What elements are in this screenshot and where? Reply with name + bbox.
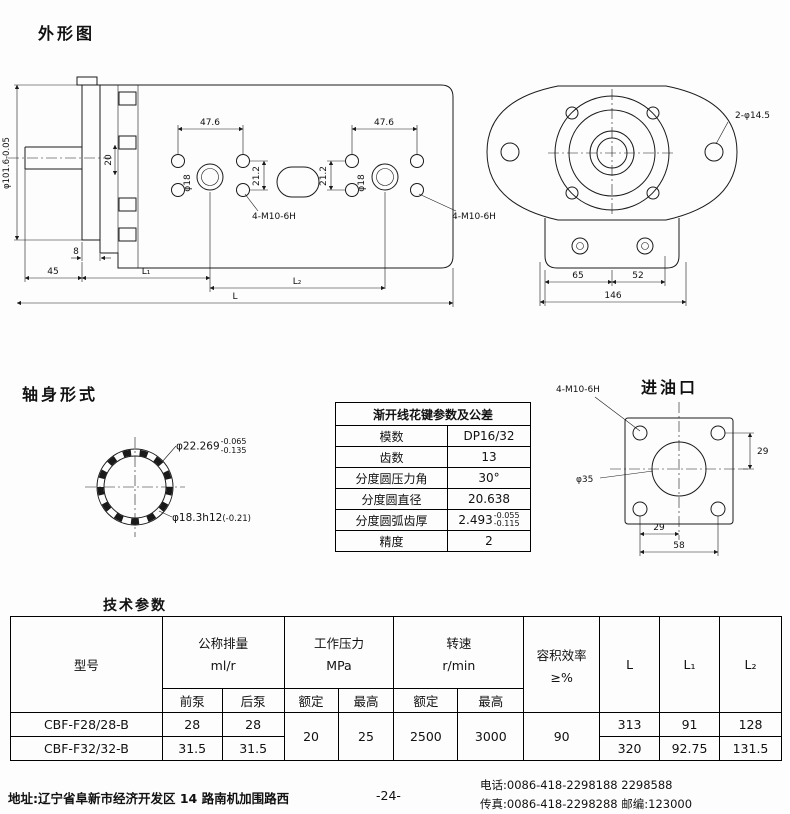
mount-hole-left: [500, 142, 520, 162]
inlet-thread-callout: 4-M10-6H: [556, 385, 600, 395]
dim-L: L: [232, 292, 237, 302]
shaft-major-dia-label: φ22.269-0.065-0.135: [176, 437, 247, 455]
length-dimensions: 8 45 L₁ L₂ L: [16, 169, 454, 307]
spline-parameter-table: 渐开线花键参数及公差 模数 DP16/32 齿数 13 分度圆压力角 30° 分…: [335, 402, 531, 552]
cell-L2: 128: [718, 712, 783, 737]
cell-L: 313: [599, 712, 661, 737]
dim-146: 146: [604, 291, 621, 301]
footer-phone: 电话:0086-418-2298188 2298588: [480, 778, 673, 792]
spline-row-value: 2: [447, 530, 531, 552]
cell-efficiency: 90: [523, 712, 601, 761]
dim-L1: L₁: [142, 267, 151, 277]
page-number: -24-: [376, 788, 401, 803]
spline-table-header: 渐开线花键参数及公差: [335, 402, 531, 426]
pump-end-view: 2-φ14.5 65 52 146: [486, 85, 770, 306]
dim-21-2-front: 21.2: [252, 166, 262, 186]
outline-drawing: 47.6 21.2 φ18 4-M10-6H 47.6 21.2 φ18 4-M…: [2, 76, 770, 307]
subcol-rear-pump: 后泵: [221, 688, 285, 713]
cell-L: 320: [599, 736, 661, 761]
footer-address: 地址:辽宁省阜新市经济开发区 14 路南机加围路西: [8, 791, 290, 806]
subcol-max-speed: 最高: [457, 688, 525, 713]
dim-29-horizontal: 29: [653, 523, 665, 533]
cell-max-pressure: 25: [337, 712, 395, 761]
shaft-spline-view: [85, 437, 185, 537]
inlet-port-title: 进油口: [641, 378, 699, 397]
spline-row-value: 13: [447, 446, 531, 468]
spline-row-value: 30°: [447, 467, 531, 489]
mount-hole-right: [704, 142, 724, 162]
cell-L1: 91: [659, 712, 720, 737]
dim-47-6-rear: 47.6: [374, 118, 394, 128]
inlet-port-view: 4-M10-6H φ35 29 29 58: [556, 385, 769, 556]
cell-model: CBF-F32/32-B: [10, 736, 163, 761]
dim-45: 45: [47, 267, 58, 277]
col-header-model: 型号: [10, 616, 163, 713]
spline-row-label: 精度: [335, 530, 448, 552]
dim-8: 8: [73, 247, 79, 257]
rear-port-group: 47.6 21.2 φ18 4-M10-6H: [319, 118, 496, 222]
spline-row-label: 分度圆直径: [335, 488, 448, 510]
subcol-rated-pressure: 额定: [283, 688, 339, 713]
col-header-displacement: 公称排量 ml/r: [161, 616, 285, 689]
cell-rated-pressure: 20: [283, 712, 339, 761]
dim-L2: L₂: [293, 277, 302, 287]
col-header-L: L: [599, 616, 661, 713]
dim-29-vertical: 29: [757, 447, 769, 457]
table-row: CBF-F32/32-B 31.5 31.5 320 92.75 131.5: [10, 736, 783, 761]
dim-47-6-front: 47.6: [200, 118, 220, 128]
col-header-pressure: 工作压力 MPa: [283, 616, 395, 689]
dim-20: 20: [104, 154, 114, 166]
col-header-L2: L₂: [718, 616, 783, 713]
cell-L2: 131.5: [718, 736, 783, 761]
thread-callout-rear: 4-M10-6H: [452, 212, 496, 222]
cell-rated-speed: 2500: [393, 712, 459, 761]
subcol-rated-speed: 额定: [393, 688, 459, 713]
dim-phi18-rear: φ18: [357, 174, 367, 192]
front-port-group: 47.6 21.2 φ18 4-M10-6H: [171, 118, 296, 222]
pump-side-view: 47.6 21.2 φ18 4-M10-6H 47.6 21.2 φ18 4-M…: [2, 76, 496, 307]
dim-21-2-rear: 21.2: [319, 166, 329, 186]
cell-model: CBF-F28/28-B: [10, 712, 163, 737]
thread-callout-front: 4-M10-6H: [252, 212, 296, 222]
dim-65: 65: [572, 271, 583, 281]
col-header-speed: 转速 r/min: [393, 616, 525, 689]
technical-parameters-title: 技术参数: [103, 598, 167, 614]
spline-row-value: 2.493-0.055-0.115: [447, 509, 531, 531]
shaft-type-title: 轴身形式: [22, 385, 99, 404]
col-header-efficiency: 容积效率 ≥%: [523, 616, 601, 713]
footer-fax: 传真:0086-418-2298288 邮编:123000: [480, 797, 693, 811]
cell-max-speed: 3000: [457, 712, 525, 761]
spline-row-label: 齿数: [335, 446, 448, 468]
dim-2-phi14-5: 2-φ14.5: [735, 111, 770, 121]
shaft-minor-dia-label: φ18.3h12(-0.21): [172, 512, 251, 524]
table-row: CBF-F28/28-B 28 28 20 25 2500 3000 90 31…: [10, 712, 783, 761]
dim-pilot-diameter: φ101.6-0.05: [2, 137, 12, 189]
dim-phi18-front: φ18: [183, 174, 193, 192]
subcol-front-pump: 前泵: [161, 688, 223, 713]
spline-row-value: 20.638: [447, 488, 531, 510]
cell-front-displacement: 28: [161, 712, 223, 737]
spline-row-label: 分度圆压力角: [335, 467, 448, 489]
dim-52: 52: [632, 271, 643, 281]
outline-drawing-title: 外形图: [38, 24, 96, 43]
dim-58: 58: [673, 541, 685, 551]
subcol-max-pressure: 最高: [337, 688, 395, 713]
spline-row-label: 分度圆弧齿厚: [335, 509, 448, 531]
col-header-L1: L₁: [659, 616, 720, 713]
cell-L1: 92.75: [659, 736, 720, 761]
suction-slot: [276, 166, 320, 198]
technical-parameters-table: 型号 公称排量 ml/r 工作压力 MPa 转速 r/min 容积效率 ≥% L…: [10, 616, 783, 761]
cell-rear-displacement: 28: [221, 712, 285, 737]
spline-row-value: DP16/32: [447, 425, 531, 447]
cell-front-displacement: 31.5: [161, 736, 223, 761]
spline-row-label: 模数: [335, 425, 448, 447]
cell-rear-displacement: 31.5: [221, 736, 285, 761]
dim-phi35: φ35: [576, 475, 593, 485]
